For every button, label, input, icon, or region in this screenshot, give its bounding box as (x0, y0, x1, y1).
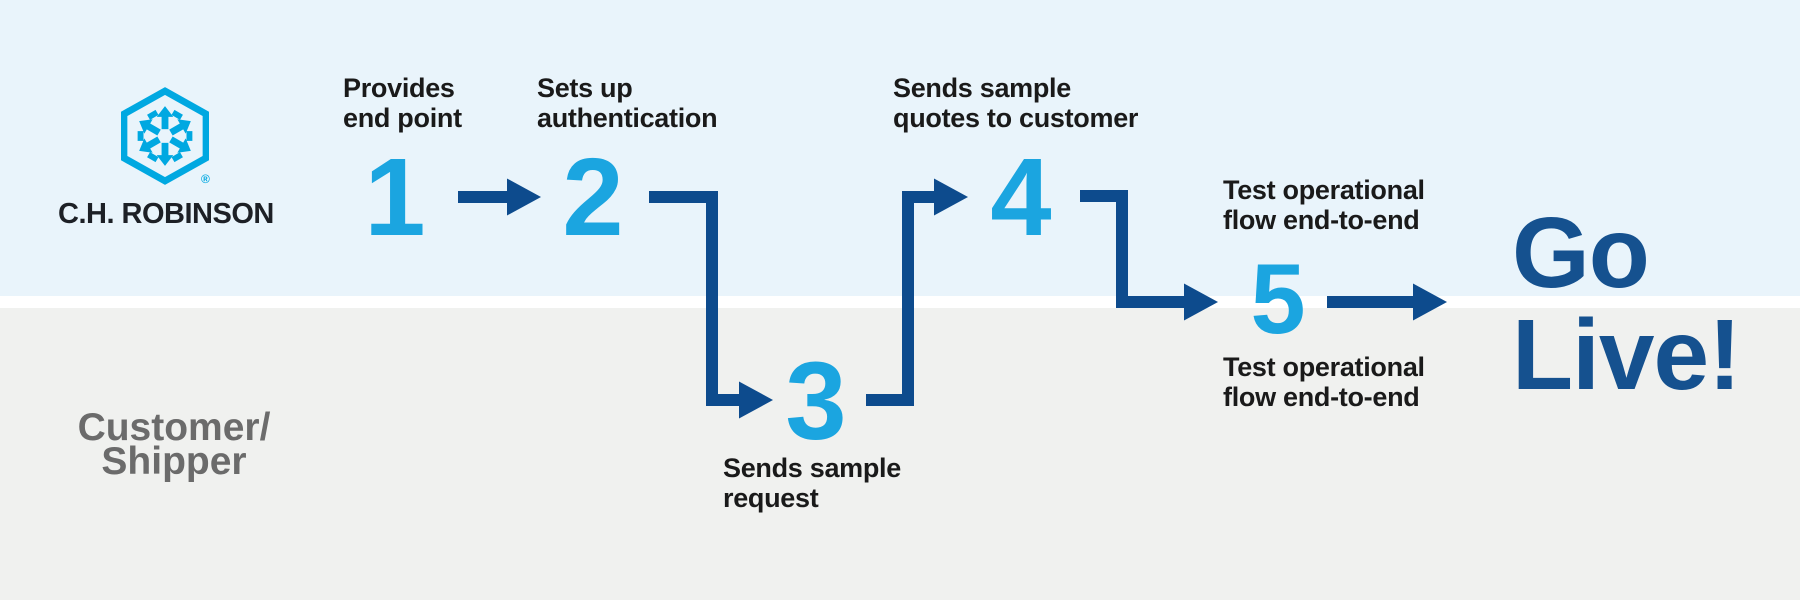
ch-robinson-hexagon-icon (121, 87, 209, 185)
customer-lane-label: Customer/ Shipper (77, 406, 271, 483)
ch-robinson-wordmark: C.H. ROBINSON (58, 198, 274, 230)
lane-chrobinson (0, 0, 1800, 296)
go-live-text: Go Live! (1512, 197, 1741, 411)
lane-customer (0, 308, 1800, 600)
step5-label-above: Test operational flow end-to-end (1223, 175, 1425, 235)
step3-label: Sends sample request (723, 453, 901, 513)
step2-number: 2 (562, 136, 624, 259)
arrow-step4-to-step5 (1080, 190, 1218, 321)
registered-trademark: ® (201, 172, 210, 186)
step1-number: 1 (364, 136, 426, 259)
step4-label: Sends sample quotes to customer (893, 73, 1139, 133)
step3-number: 3 (785, 340, 847, 463)
arrow-step2-to-step3 (649, 191, 773, 419)
arrow-step3-to-step4 (866, 178, 968, 406)
step5-number: 5 (1250, 243, 1306, 354)
step4-number: 4 (990, 136, 1052, 259)
arrow-step1-to-step2 (458, 178, 541, 216)
step2-label: Sets up authentication (537, 73, 718, 133)
arrow-step5-to-golive (1327, 283, 1447, 321)
step1-label: Provides end point (343, 73, 462, 133)
step5-label-below: Test operational flow end-to-end (1223, 352, 1425, 412)
